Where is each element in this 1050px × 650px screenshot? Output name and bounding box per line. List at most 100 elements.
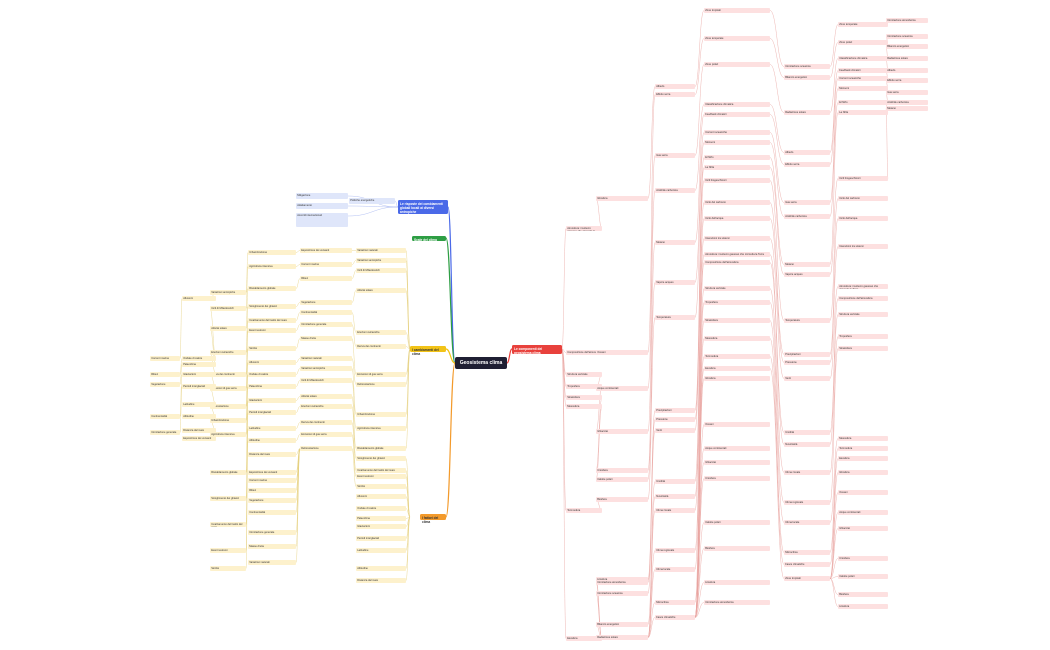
mind-map-node[interactable]: Alluvioni (356, 494, 406, 499)
mind-map-node[interactable]: Deriva dei continenti (356, 344, 406, 349)
mind-map-node[interactable]: Variazioni antropiche (356, 258, 406, 263)
mind-map-node[interactable]: Correnti marine (150, 356, 180, 361)
mind-map-node[interactable]: Stratosfera (704, 318, 770, 323)
mind-map-node[interactable]: Troposfera (838, 334, 888, 339)
mind-map-node[interactable]: Biosfera (704, 546, 770, 551)
mind-map-node[interactable]: Effetto serra (655, 92, 695, 97)
mind-map-node[interactable]: Gas serra (886, 90, 928, 95)
mind-map-node[interactable]: Clima zonale (784, 470, 830, 475)
mind-map-node[interactable]: Scioglimento dei ghiacci (248, 304, 296, 309)
mind-map-node[interactable]: Cicli di Milankovitch (356, 268, 406, 273)
mind-map-node[interactable]: Precipitazioni (784, 352, 830, 357)
mind-map-node[interactable]: Mesosfera (566, 404, 602, 409)
mind-map-node[interactable]: Ciclo del carbonio (704, 200, 770, 205)
branch-scale[interactable]: Scale del clima (412, 236, 446, 242)
mind-map-node[interactable]: Deforestazione (300, 446, 352, 451)
mind-map-node[interactable]: Paleoclima (356, 516, 406, 521)
mind-map-node[interactable]: Circolazione oceanica (886, 34, 928, 39)
mind-map-node[interactable]: El Niño (838, 100, 888, 105)
mind-map-node[interactable]: Termosfera (566, 508, 602, 513)
mind-map-node[interactable]: Glaciazioni (248, 398, 296, 403)
mind-map-node[interactable]: Zone polari (704, 62, 770, 67)
mind-map-node[interactable]: Paleoclima (248, 384, 296, 389)
mind-map-node[interactable]: Temperatura (784, 318, 830, 323)
mind-map-node[interactable]: Oceani (704, 422, 770, 427)
mind-map-node[interactable]: Litosfera (596, 577, 648, 582)
mind-map-node[interactable]: Nuvolosità (784, 442, 830, 447)
mind-map-node[interactable]: Ondate di calore (182, 356, 216, 361)
mind-map-node[interactable]: Fasce climatiche (655, 615, 695, 620)
mind-map-node[interactable]: Vegetazione (248, 498, 296, 503)
mind-map-node[interactable]: Fasce climatiche (784, 562, 830, 567)
mind-map-node[interactable]: Classificazione climatica (838, 56, 888, 61)
mind-map-node[interactable]: Eruzioni vulcaniche (210, 350, 246, 355)
mind-map-node[interactable]: Anidride carbonica (886, 100, 928, 105)
mind-map-node[interactable]: Masse d'aria (300, 336, 352, 341)
mind-map-node[interactable]: Vapore acqueo (784, 272, 830, 277)
mind-map-node[interactable]: Cicli di Milankovitch (210, 306, 246, 311)
mind-map-node[interactable]: Urbanizzazione (356, 412, 406, 417)
mind-map-node[interactable]: Vapore acqueo (655, 280, 695, 285)
mind-map-node[interactable]: Feedback climatici (838, 68, 888, 73)
mind-map-node[interactable]: Ghiacciai (596, 429, 648, 434)
mind-map-node[interactable]: Scioglimento dei ghiacci (210, 496, 246, 501)
mind-map-node[interactable]: Circolazione oceanica (596, 591, 648, 596)
mind-map-node[interactable]: Accordi internazionali (296, 213, 348, 227)
mind-map-node[interactable]: Radiazione solare (596, 635, 648, 640)
mind-map-node[interactable]: Correnti marine (300, 262, 352, 267)
mind-map-node[interactable]: Struttura verticale (838, 312, 888, 317)
mind-map-node[interactable]: Ondate di calore (356, 506, 406, 511)
mind-map-node[interactable]: Termosfera (838, 446, 888, 451)
mind-map-node[interactable]: Glaciazioni (356, 524, 406, 529)
mind-map-node[interactable]: Idrosfera (596, 196, 648, 201)
mind-map-node[interactable]: Innalzamento del livello del mare (248, 318, 296, 323)
mind-map-node[interactable]: Deriva dei continenti (300, 420, 352, 425)
mind-map-node[interactable]: Eruzioni vulcaniche (300, 404, 352, 409)
mind-map-node[interactable]: Bilancio energetico (596, 622, 648, 627)
mind-map-node[interactable]: Ghiacciai (704, 460, 770, 465)
mind-map-node[interactable]: La Niña (704, 165, 770, 170)
mind-map-node[interactable]: Troposfera (566, 384, 602, 389)
mind-map-node[interactable]: Latitudine (182, 402, 216, 407)
mind-map-node[interactable]: Litosfera (838, 604, 888, 609)
mind-map-node[interactable]: Criosfera (704, 476, 770, 481)
mind-map-node[interactable]: Metano (886, 106, 928, 111)
mind-map-node[interactable]: Struttura verticale (566, 372, 602, 377)
mind-map-node[interactable]: Agricoltura intensiva (248, 264, 296, 269)
mind-map-node[interactable]: Eruzioni vulcaniche (356, 330, 406, 335)
mind-map-node[interactable]: Esposizione dei versanti (300, 248, 352, 253)
mind-map-node[interactable]: Ghiacciai (838, 526, 888, 531)
mind-map-node[interactable]: Periodi interglaciali (356, 536, 406, 541)
mind-map-node[interactable]: Paleoclima (182, 362, 216, 367)
mind-map-node[interactable]: Oceani (838, 490, 888, 495)
mind-map-node[interactable]: Emissioni di gas serra (210, 386, 246, 391)
mind-map-node[interactable]: Calotte polari (838, 574, 888, 579)
mind-map-node[interactable]: Riscaldamento globale (210, 470, 246, 475)
mind-map-node[interactable]: Umidità (784, 430, 830, 435)
mind-map-node[interactable]: Mesosfera (838, 436, 888, 441)
mind-map-node[interactable]: Venti (655, 428, 695, 433)
mind-map-node[interactable]: Scioglimento dei ghiacci (356, 456, 406, 461)
mind-map-node[interactable]: Composizione dell'atmosfera (838, 296, 888, 301)
mind-map-node[interactable]: Idrosfera (704, 376, 770, 381)
mind-map-node[interactable]: Variazioni antropiche (300, 366, 352, 371)
mind-map-node[interactable]: Composizione dell'atmosfera (566, 350, 602, 355)
mind-map-node[interactable]: Clima regionale (655, 548, 695, 553)
mind-map-node[interactable]: Feedback climatici (704, 112, 770, 117)
mind-map-node[interactable]: Biosfera (596, 497, 648, 502)
mind-map-node[interactable]: Effetto serra (886, 78, 928, 83)
mind-map-node[interactable]: Zone polari (838, 40, 888, 45)
mind-map-node[interactable]: Classificazione climatica (704, 102, 770, 107)
mind-map-node[interactable]: Stratosfera (838, 346, 888, 351)
mind-map-node[interactable]: Continentalità (248, 510, 296, 515)
mind-map-node[interactable]: Distanza dal mare (182, 428, 216, 433)
mind-map-node[interactable]: Cicli di Milankovitch (300, 378, 352, 383)
mind-map-node[interactable]: Attività solare (210, 326, 246, 331)
mind-map-node[interactable]: Cicli biogeochimici (704, 178, 770, 183)
mind-map-node[interactable]: Albedo (655, 84, 695, 89)
mind-map-node[interactable]: Esosfera (566, 636, 602, 641)
mind-map-node[interactable]: Siccità (356, 484, 406, 489)
mind-map-node[interactable]: Troposfera (704, 300, 770, 305)
mind-map-node[interactable]: Vegetazione (300, 300, 352, 305)
mind-map-node[interactable]: Clima regionale (784, 500, 830, 505)
